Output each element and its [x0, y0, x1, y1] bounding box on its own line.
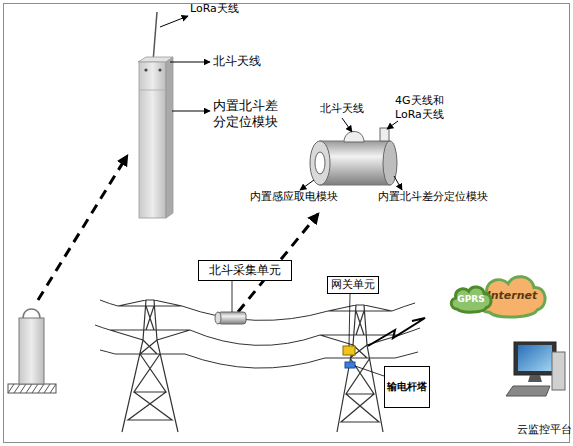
leader-arrow	[170, 62, 210, 63]
reference-station	[139, 62, 166, 218]
gateway-box	[343, 346, 355, 355]
leader-arrow	[394, 176, 402, 190]
power-line	[95, 300, 420, 368]
network-cloud: GPRS	[448, 284, 494, 314]
monitor-stand	[528, 375, 542, 382]
callout-label: 4G天线和 LoRa天线	[395, 94, 459, 122]
callout-label: 北斗天线	[320, 102, 364, 116]
leader-arrow	[172, 111, 210, 112]
station-side	[166, 57, 173, 218]
callout-label: 内置北斗差分定位模块	[213, 98, 283, 131]
callout-label: LoRa天线	[190, 2, 239, 16]
lora-antenna	[153, 12, 157, 62]
collector-end	[310, 141, 330, 185]
label-box: 输电杆塔	[384, 366, 430, 408]
cloud-shape	[479, 277, 545, 317]
box-label: 北斗采集单元	[209, 264, 281, 278]
lte-antenna	[380, 128, 389, 141]
box-label: 网关单元	[331, 279, 375, 292]
leader-arrow	[300, 180, 314, 190]
leader-arrow	[387, 121, 398, 129]
ground-hatch	[8, 384, 56, 393]
leader-line	[355, 366, 384, 376]
collector-bore	[315, 152, 325, 174]
callout-label: 内置北斗差分定位模块	[378, 190, 488, 204]
callout-label: 北斗天线	[213, 54, 261, 69]
transmission-tower	[110, 300, 190, 432]
leader-arrow	[342, 118, 352, 132]
collector-on-line	[218, 312, 246, 324]
frame-border	[4, 4, 570, 443]
ground-pillar	[19, 318, 44, 384]
keyboard	[506, 386, 550, 396]
cloud-label: GPRS	[457, 294, 484, 304]
callout-label: 云监控平台	[517, 423, 572, 437]
leader-line	[349, 294, 350, 346]
leader-line	[232, 281, 233, 312]
pillar-loop	[23, 309, 40, 318]
pc-tower	[552, 352, 565, 390]
collector-end	[215, 312, 221, 324]
leader-arrow	[160, 16, 188, 27]
dashed-arrow	[38, 156, 127, 300]
box-label: 输电杆塔	[387, 381, 427, 393]
ground-base	[8, 384, 56, 393]
cloud-label: Internet	[487, 290, 538, 303]
beidou-dome	[344, 132, 364, 143]
station-screw	[158, 68, 161, 71]
station-screw	[144, 68, 147, 71]
tower-fitting	[345, 362, 355, 368]
label-box: 北斗采集单元	[198, 260, 292, 281]
monitor-screen	[518, 345, 552, 371]
monitor	[514, 342, 556, 375]
callout-label: 内置感应取电模块	[250, 190, 338, 204]
label-box: 网关单元	[327, 276, 379, 294]
station-seam	[139, 90, 166, 91]
wireless-bolt	[368, 318, 425, 346]
